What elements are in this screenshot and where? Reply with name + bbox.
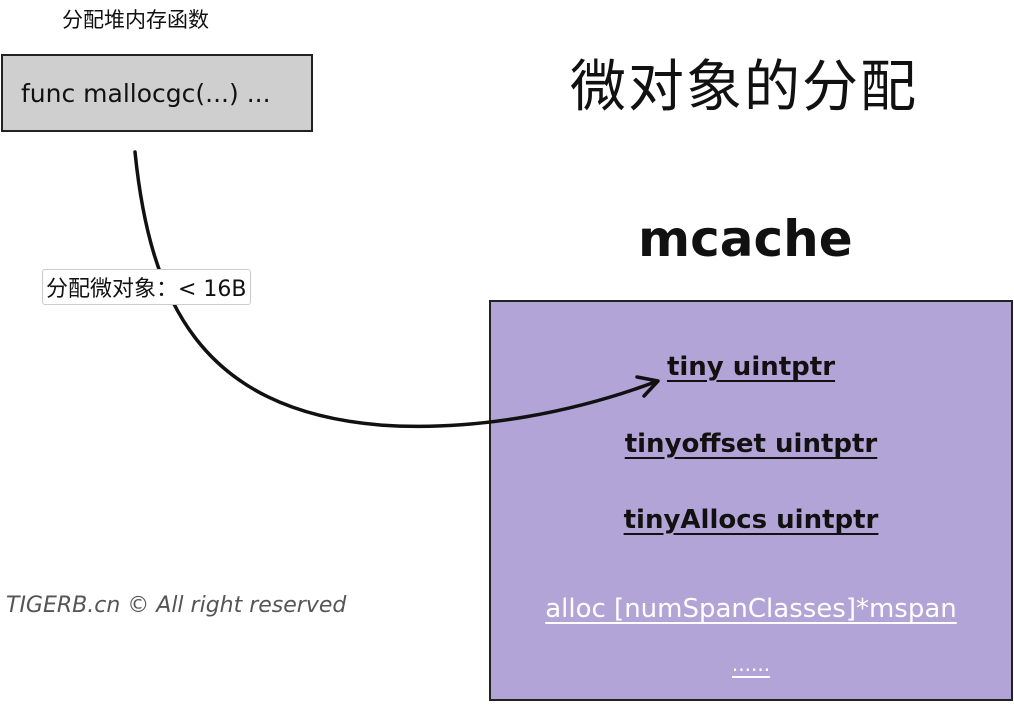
flow-arrow-head bbox=[635, 375, 660, 398]
field-alloc: alloc [numSpanClasses]*mspan bbox=[545, 594, 957, 624]
diagram-title: 微对象的分配 bbox=[570, 55, 918, 120]
flow-arrow-line bbox=[133, 150, 657, 429]
func-signature: func mallocgc(...) ... bbox=[21, 78, 271, 108]
arrow-label: 分配微对象：< 16B bbox=[42, 269, 251, 305]
copyright-text: TIGERB.cn © All right reserved bbox=[6, 593, 347, 618]
mcache-box: tiny uintptr tinyoffset uintptr tinyAllo… bbox=[489, 300, 1013, 701]
field-tinyallocs: tinyAllocs uintptr bbox=[623, 505, 879, 535]
mcache-title: mcache bbox=[638, 210, 853, 268]
func-caption: 分配堆内存函数 bbox=[62, 8, 209, 32]
func-box: func mallocgc(...) ... bbox=[1, 54, 313, 132]
field-tinyoffset: tinyoffset uintptr bbox=[624, 429, 878, 459]
field-tiny: tiny uintptr bbox=[666, 352, 836, 382]
field-ellipsis: ...... bbox=[731, 652, 771, 676]
